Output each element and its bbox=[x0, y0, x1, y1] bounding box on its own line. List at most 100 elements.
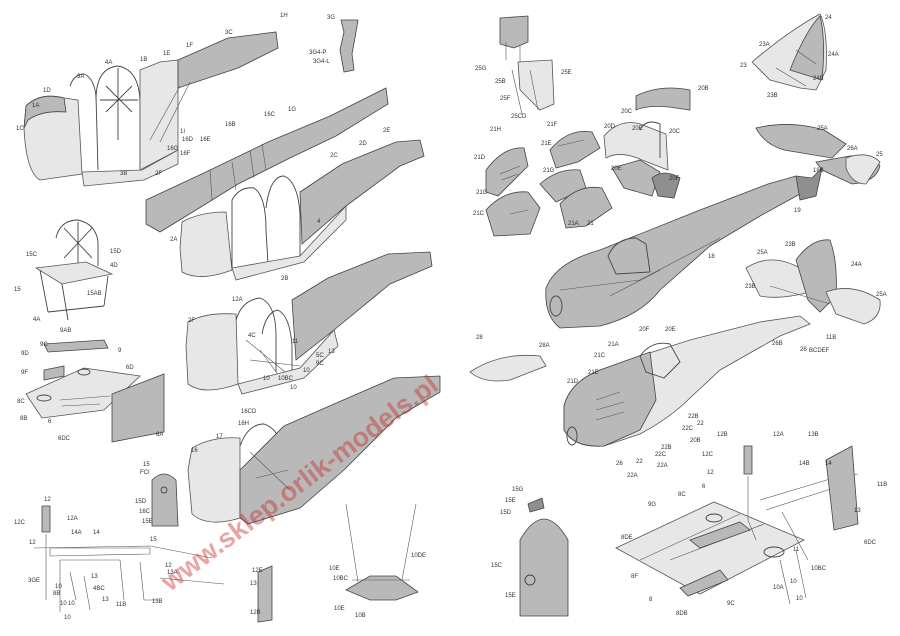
part-label: 16 bbox=[191, 448, 198, 454]
part-label: 21D bbox=[474, 155, 486, 161]
part-label: 21C bbox=[594, 353, 606, 359]
part-label: 20E bbox=[611, 166, 622, 172]
part-label: 9D bbox=[21, 351, 29, 357]
part-label: 10BC bbox=[811, 566, 827, 572]
part-label: 22A bbox=[657, 463, 668, 469]
part-label: 10 bbox=[796, 596, 803, 602]
part-label: 22C bbox=[655, 452, 667, 458]
part-label: 13B bbox=[152, 599, 163, 605]
part-label: 2E bbox=[383, 128, 390, 134]
part-label: 6DC bbox=[864, 540, 877, 546]
part-label: 6D bbox=[126, 365, 134, 371]
fuselage-cockpit-frames bbox=[185, 251, 433, 395]
part-label: 1G bbox=[288, 107, 296, 113]
part-label: 9G bbox=[648, 502, 656, 508]
part-label: 25B bbox=[495, 79, 506, 85]
part-label: 15E bbox=[505, 593, 516, 599]
part-label: 8F bbox=[631, 574, 638, 580]
part-label: 15E bbox=[142, 519, 153, 525]
part-label: 22B bbox=[661, 445, 672, 451]
part-label: 12E bbox=[252, 568, 263, 574]
part-label: 20E bbox=[632, 126, 643, 132]
part-label: 6 bbox=[48, 419, 52, 425]
floor-9 bbox=[25, 339, 141, 419]
part-label: FCI bbox=[140, 470, 150, 476]
part-label: 9F bbox=[21, 370, 28, 376]
part-12e bbox=[257, 565, 273, 623]
part-label: 13 bbox=[91, 574, 98, 580]
part-label: 16CD bbox=[241, 409, 257, 415]
part-label: 24A bbox=[828, 52, 839, 58]
part-label: 10 bbox=[64, 615, 71, 621]
part-label: 18B bbox=[813, 168, 824, 174]
part-label: 20F bbox=[639, 327, 650, 333]
part-label: 10 bbox=[263, 376, 270, 382]
part-label: 12 bbox=[44, 497, 51, 503]
part-label: 17 bbox=[216, 434, 223, 440]
part-label: 10E bbox=[334, 606, 345, 612]
part-label: 14 bbox=[93, 530, 100, 536]
part-label: 28A bbox=[539, 343, 550, 349]
part-label: 11 bbox=[793, 547, 800, 553]
part-label: 10 bbox=[303, 368, 310, 374]
part-label: 12C bbox=[14, 520, 26, 526]
part-label: 16B bbox=[225, 122, 236, 128]
part-label: 8C bbox=[678, 492, 686, 498]
part-label: 15AB bbox=[87, 291, 102, 297]
part-label: 8DB bbox=[676, 611, 688, 617]
part-label: 21F bbox=[547, 122, 558, 128]
part-label: 16H bbox=[238, 421, 249, 427]
part-label: 1F bbox=[186, 43, 193, 49]
part-label: 10E bbox=[329, 566, 340, 572]
part-label: 9 bbox=[118, 348, 122, 354]
part-label: 20B bbox=[690, 438, 701, 444]
part-label: 20B bbox=[698, 86, 709, 92]
part-label: 4C bbox=[248, 333, 256, 339]
part-label: 25G bbox=[475, 66, 487, 72]
part-label: 11B bbox=[116, 602, 126, 608]
floor-assembly-right bbox=[615, 501, 805, 597]
part-label: 12A bbox=[67, 516, 78, 522]
part-label: 12A bbox=[773, 432, 784, 438]
part-label: 6DC bbox=[58, 436, 71, 442]
part-label: 13B bbox=[808, 432, 819, 438]
part-label: 22C bbox=[682, 426, 694, 432]
part-label: 10DE bbox=[411, 553, 426, 559]
fuselage-assembled-light bbox=[563, 315, 811, 447]
part-label: 19 bbox=[794, 208, 801, 214]
part-label: 21A bbox=[608, 342, 619, 348]
part-label: 18 bbox=[708, 254, 715, 260]
part-label: 4A bbox=[33, 317, 40, 323]
part-label: 22 bbox=[697, 421, 704, 427]
part-label: 26A bbox=[847, 146, 858, 152]
part-label: 1B bbox=[140, 57, 147, 63]
canopy-20 bbox=[603, 87, 691, 199]
part-label: 26B bbox=[772, 341, 783, 347]
part-label: 25A bbox=[817, 126, 828, 132]
part-label: 24B bbox=[813, 76, 824, 82]
part-label: 4 bbox=[317, 219, 321, 225]
mid-fuselage-2 bbox=[179, 139, 425, 281]
part-label: 15 bbox=[14, 287, 21, 293]
tail-group-lower bbox=[745, 239, 881, 325]
seat-15 bbox=[34, 219, 114, 321]
part-label: BCDEF bbox=[809, 348, 830, 354]
part-label: 1H bbox=[280, 13, 288, 19]
part-label: 28 bbox=[476, 335, 483, 341]
part-label: 8B bbox=[20, 416, 27, 422]
part-label: 20E bbox=[665, 327, 676, 333]
instrument-panel-15 bbox=[151, 473, 179, 527]
part-label: 8A bbox=[156, 432, 163, 438]
part-label: 23B bbox=[745, 284, 756, 290]
instrument-panel-right bbox=[519, 497, 569, 617]
part-label: 15D bbox=[135, 499, 147, 505]
part-label: 22B bbox=[688, 414, 699, 420]
side-panel-16 bbox=[145, 87, 389, 233]
part-label: 25CD bbox=[511, 114, 527, 120]
part-label: 3C bbox=[225, 30, 233, 36]
part-label: 21H bbox=[490, 127, 501, 133]
part-label: 3B bbox=[120, 171, 127, 177]
seat-25 bbox=[499, 15, 555, 115]
part-label: 25 bbox=[876, 152, 883, 158]
part-label: 4BC bbox=[93, 586, 105, 592]
